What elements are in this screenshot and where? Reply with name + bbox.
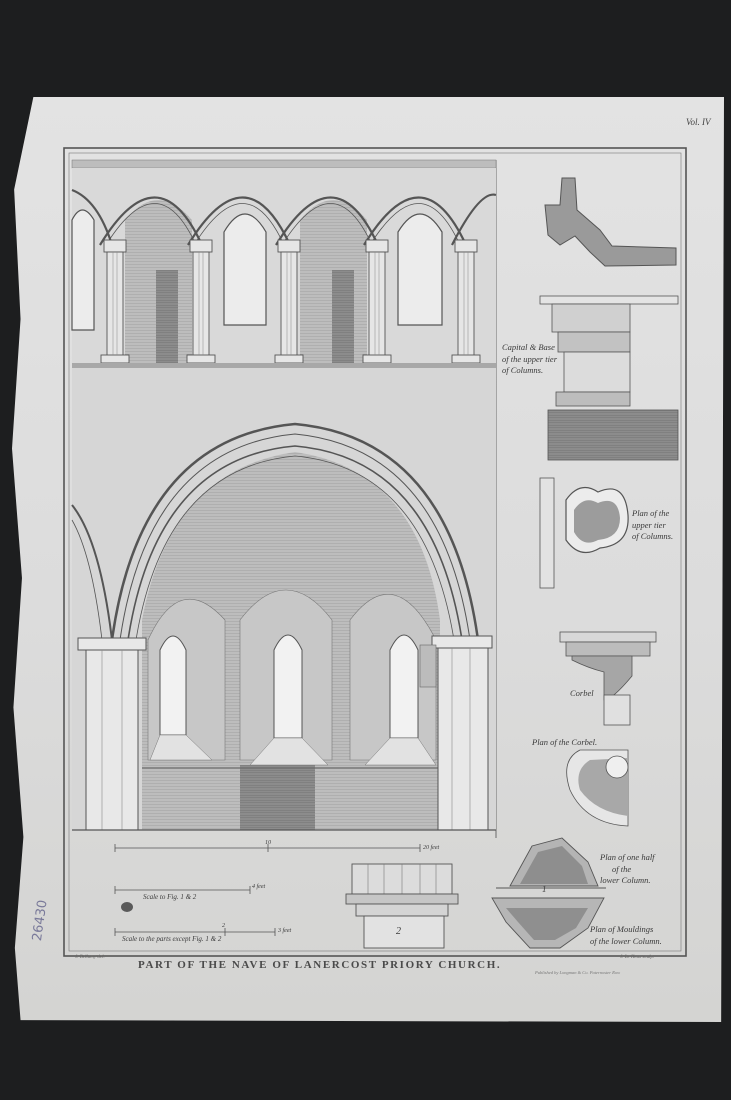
detail-capital-base bbox=[539, 177, 679, 461]
scale-main-end: 20 feet bbox=[423, 845, 440, 851]
detail-plan-upper bbox=[539, 477, 629, 589]
scale-parts-label: Scale to the parts except Fig. 1 & 2 bbox=[122, 935, 222, 943]
caption-plan-corbel: Plan of the Corbel. bbox=[532, 737, 598, 747]
detail-plan-half-lower bbox=[496, 837, 606, 889]
credit-engraver: J. Le Keux sculp. bbox=[620, 955, 655, 960]
plate-border-inner bbox=[68, 152, 682, 952]
volume-label: Vol. IV bbox=[686, 117, 711, 127]
scale-fig-label: Scale to Fig. 1 & 2 bbox=[143, 893, 197, 901]
caption-corbel: Corbel bbox=[570, 688, 594, 698]
upper-arcade bbox=[71, 159, 497, 368]
detail-plan-corbel bbox=[566, 749, 629, 827]
paper-spot bbox=[121, 902, 133, 912]
credit-draughtsman: J. Bellamy del. bbox=[75, 955, 105, 960]
detail-corbel bbox=[559, 631, 657, 726]
scale-bars bbox=[114, 844, 421, 936]
figure-number-1: 1 bbox=[542, 884, 547, 894]
scale-parts-mid: 2 bbox=[222, 923, 225, 929]
figure-number-2: 2 bbox=[396, 926, 401, 937]
scale-parts-end: 3 feet bbox=[278, 928, 292, 934]
publisher-line: Published by Longman & Co. Paternoster R… bbox=[535, 970, 621, 975]
detail-lower-base bbox=[345, 863, 459, 949]
detail-mouldings bbox=[491, 897, 605, 949]
plate-title: PART OF THE NAVE OF LANERCOST PRIORY CHU… bbox=[138, 959, 502, 971]
main-arch bbox=[71, 368, 496, 831]
scale-main-mid: 10 bbox=[265, 840, 271, 846]
scale-fig-end: 4 feet bbox=[252, 884, 266, 890]
plate-border-outer bbox=[63, 147, 687, 957]
